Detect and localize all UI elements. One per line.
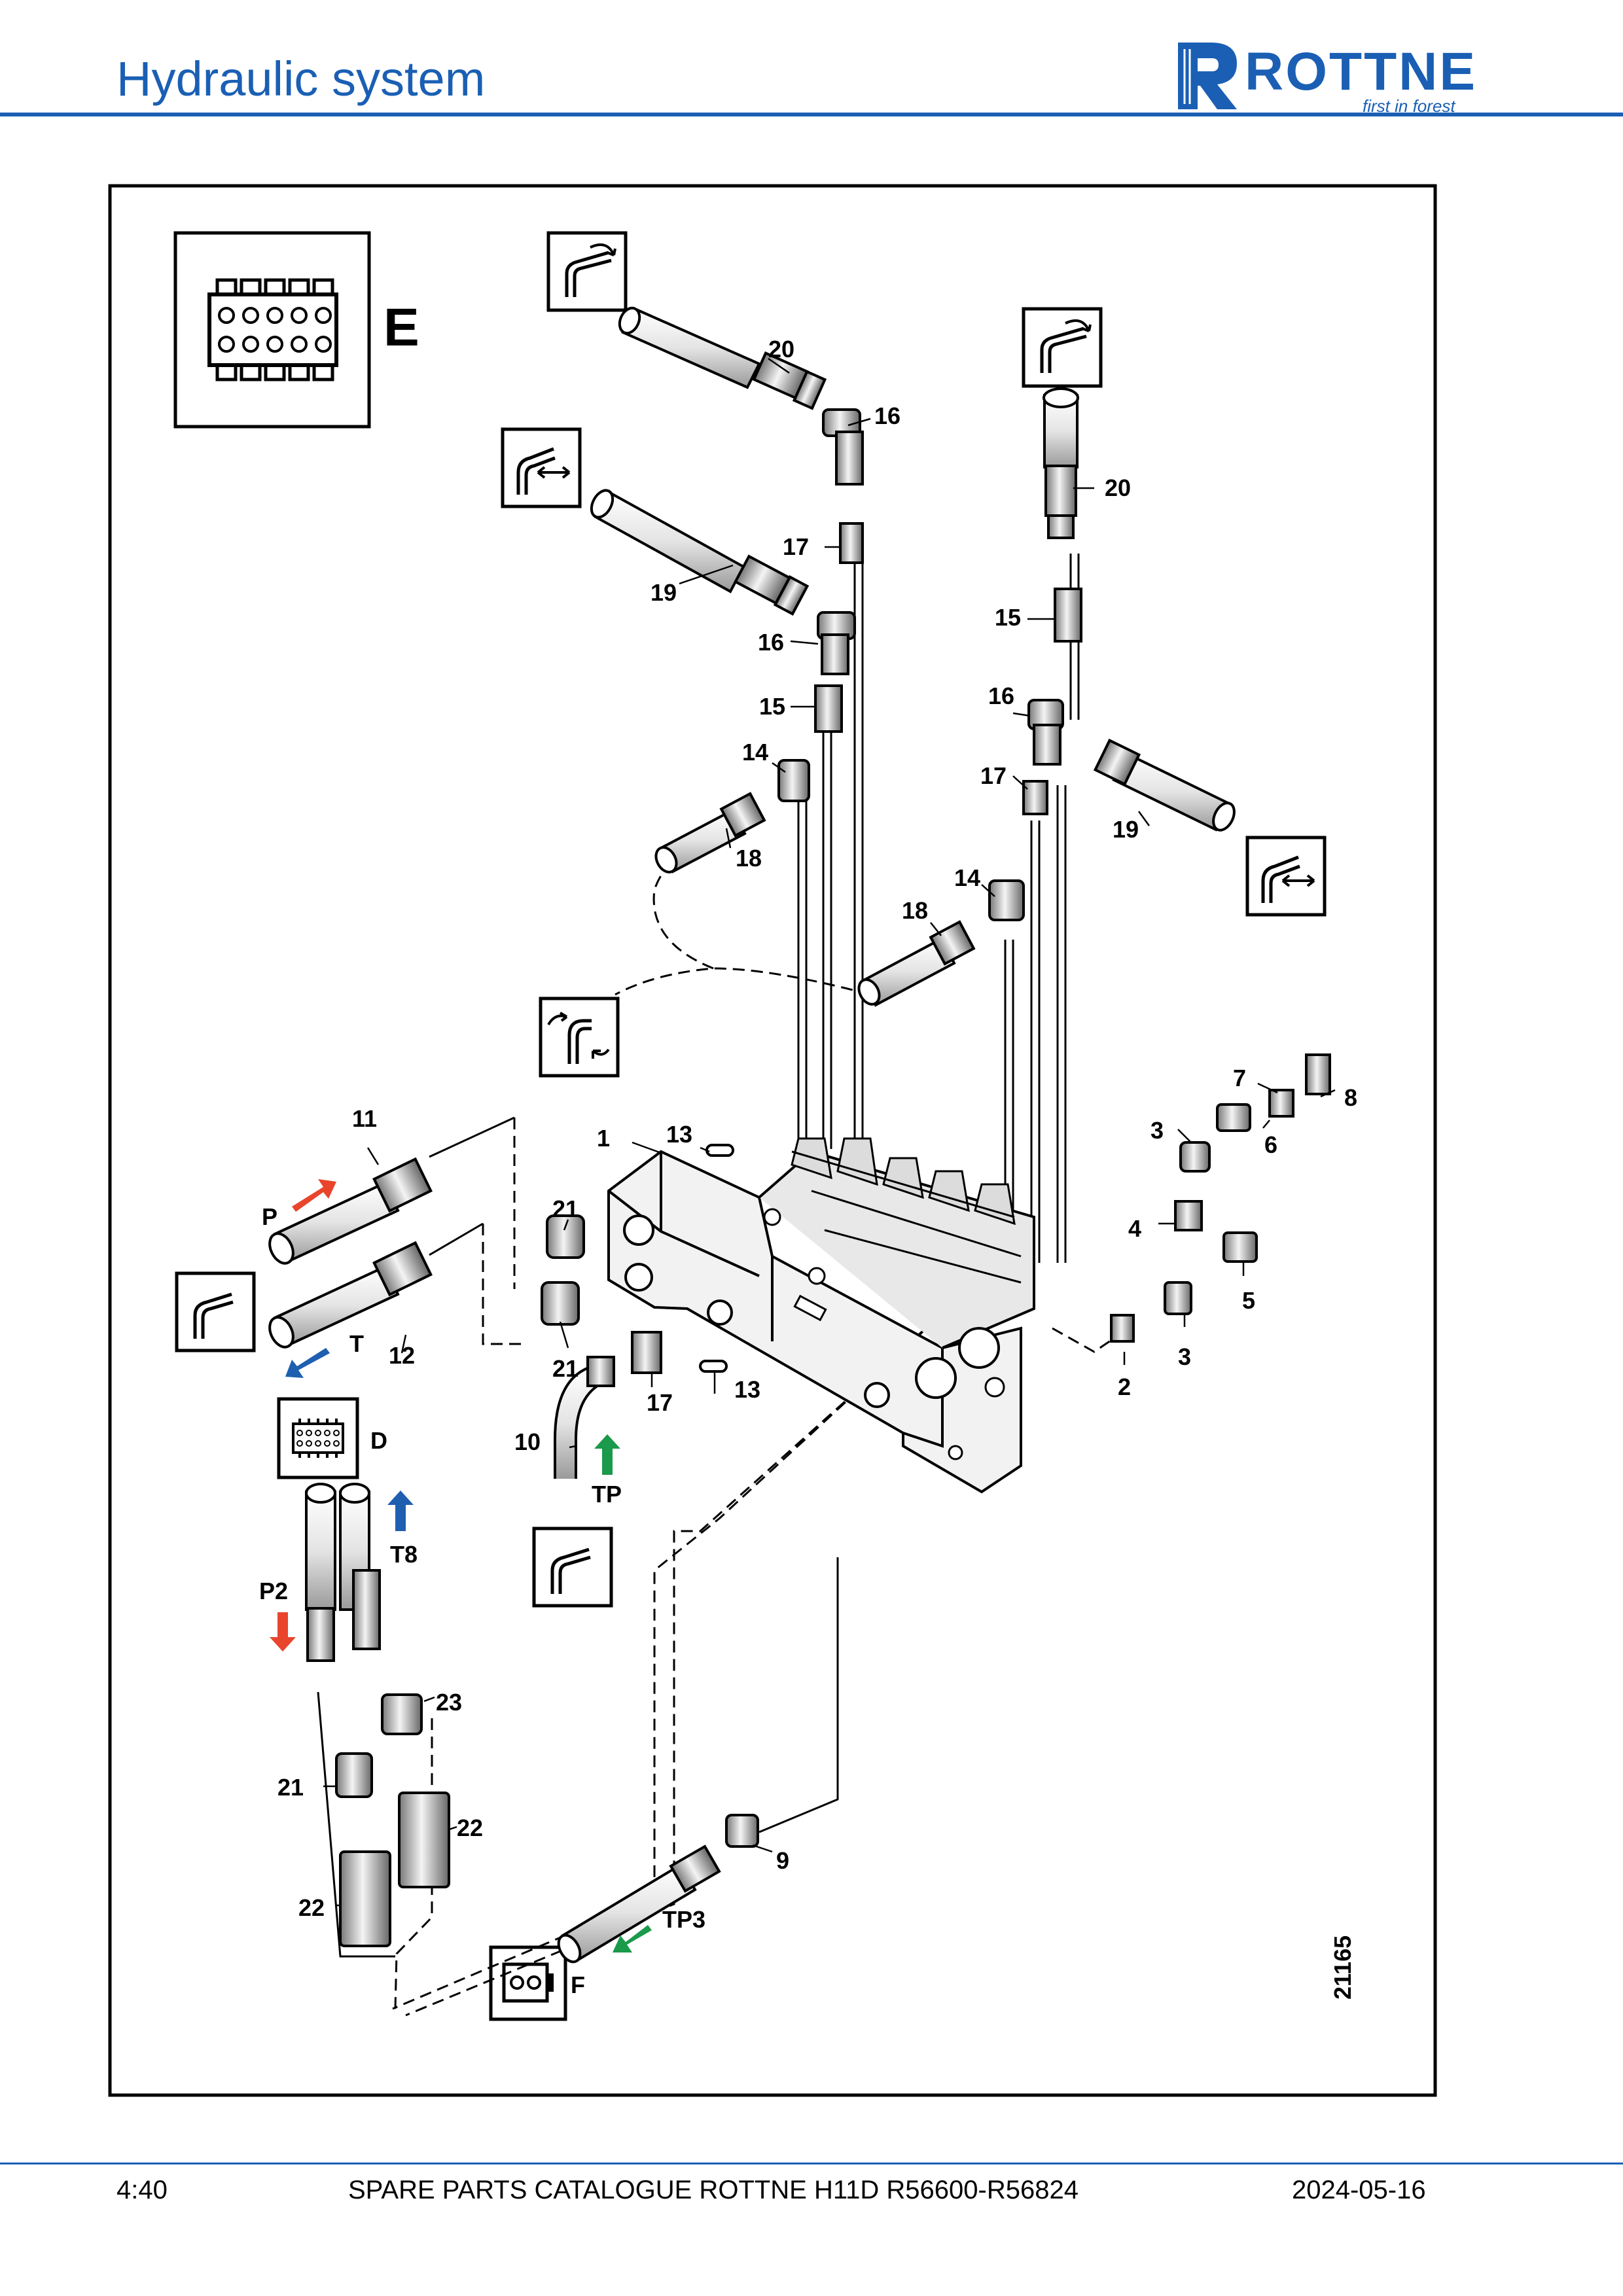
- callout-17b: 17: [980, 762, 1007, 789]
- drawing-number: 21165: [1329, 1935, 1356, 2000]
- callout-21a: 21: [552, 1195, 579, 1222]
- boom-function-icon-2: [534, 1528, 611, 1606]
- callout-20a: 20: [768, 336, 794, 362]
- header-divider: [0, 113, 1623, 116]
- footer-divider: [0, 2163, 1623, 2164]
- boom-function-icon: [177, 1273, 254, 1351]
- callout-14b: 14: [954, 864, 980, 891]
- callout-9: 9: [776, 1847, 789, 1874]
- callout-18a: 18: [736, 845, 762, 872]
- callout-22a: 22: [457, 1814, 483, 1841]
- brand-logo: ROTTNE first in forest: [1171, 36, 1512, 116]
- flow-label-tp3: TP3: [662, 1906, 705, 1933]
- fittings: [335, 408, 1331, 1947]
- tilt-function-icon: [548, 233, 626, 310]
- hose-10-tp: [554, 1356, 615, 1479]
- view-label: E: [383, 298, 419, 357]
- tilt-function-icon-2: [1024, 309, 1101, 386]
- callout-18b: 18: [902, 897, 928, 924]
- callout-16b: 16: [758, 629, 784, 656]
- callout-21b: 21: [552, 1355, 579, 1382]
- part-callouts: 1 2 3 3 4 5 6 7 8 9 10 11 12 13 13 14 14…: [277, 336, 1357, 1921]
- callout-19b: 19: [1113, 816, 1139, 843]
- slide-function-icon: [503, 429, 580, 506]
- connector-d-label: D: [370, 1427, 387, 1454]
- footer-page-number: 4:40: [116, 2176, 168, 2204]
- hose-19-left: [590, 489, 810, 616]
- callout-16c: 16: [988, 682, 1014, 709]
- flow-label-p2: P2: [259, 1578, 288, 1604]
- callout-19a: 19: [651, 579, 677, 606]
- callout-15a: 15: [995, 604, 1021, 631]
- connector-f-label: F: [571, 1971, 585, 1998]
- leader-lines: [317, 1116, 839, 1958]
- callout-14a: 14: [742, 739, 768, 766]
- callout-10: 10: [514, 1428, 541, 1455]
- flow-label-tp: TP: [592, 1481, 622, 1508]
- hose-11-p: [268, 1157, 433, 1265]
- callout-20b: 20: [1105, 474, 1131, 501]
- hose-18-lower: [857, 920, 976, 1007]
- callout-8: 8: [1344, 1084, 1357, 1111]
- hose-18-upper: [654, 792, 766, 874]
- hose-20-top: [618, 306, 827, 410]
- callout-5: 5: [1242, 1287, 1255, 1314]
- hose-12-t: [268, 1241, 433, 1349]
- connector-d-icon: [277, 1397, 359, 1479]
- callout-3a: 3: [1150, 1117, 1164, 1144]
- hose-tp3: [557, 1845, 721, 1964]
- hoses: [268, 306, 1236, 1964]
- rottne-emblem-icon: [1178, 43, 1237, 109]
- flow-labels: P T TP T8 P2 TP3: [259, 1203, 705, 1933]
- flow-label-t: T: [349, 1330, 364, 1357]
- flow-arrows: [270, 1179, 652, 1952]
- callout-13b: 13: [734, 1376, 760, 1403]
- rotator-function-icon: [541, 998, 618, 1076]
- pipe-lines: [797, 554, 1080, 1263]
- callout-2: 2: [1118, 1373, 1131, 1400]
- callout-3b: 3: [1178, 1343, 1191, 1370]
- connector-e-icon: [173, 231, 371, 429]
- callout-16a: 16: [874, 402, 901, 429]
- callout-4: 4: [1128, 1215, 1141, 1242]
- callout-13a: 13: [666, 1121, 692, 1148]
- connector-f-icon: [489, 1945, 567, 2021]
- flow-label-p: P: [262, 1203, 277, 1230]
- callout-17c: 17: [647, 1389, 673, 1416]
- callout-17a: 17: [783, 533, 809, 560]
- callout-12: 12: [389, 1342, 415, 1369]
- callout-23: 23: [436, 1689, 462, 1716]
- flow-label-t8: T8: [390, 1541, 418, 1568]
- footer-catalogue-title: SPARE PARTS CATALOGUE ROTTNE H11D R56600…: [348, 2176, 1079, 2204]
- callout-15b: 15: [759, 693, 785, 720]
- hose-19-right: [1093, 738, 1236, 832]
- callout-21c: 21: [277, 1774, 304, 1801]
- page-title: Hydraulic system: [116, 52, 486, 106]
- diagram-frame: [108, 184, 1437, 2097]
- callout-22b: 22: [298, 1894, 325, 1921]
- callout-leaders: [323, 357, 1336, 1907]
- callout-11: 11: [352, 1105, 377, 1132]
- hose-p2-t8: [305, 1483, 381, 1662]
- control-valve-block: [607, 1137, 1035, 1494]
- callout-1: 1: [597, 1125, 610, 1152]
- callout-7: 7: [1233, 1065, 1246, 1091]
- footer-date: 2024-05-16: [1292, 2176, 1426, 2204]
- slide-function-icon-2: [1247, 838, 1325, 915]
- callout-6: 6: [1264, 1131, 1277, 1158]
- logo-tagline: first in forest: [1363, 96, 1455, 116]
- hose-20-right: [1043, 387, 1079, 539]
- logo-wordmark: ROTTNE: [1245, 42, 1478, 101]
